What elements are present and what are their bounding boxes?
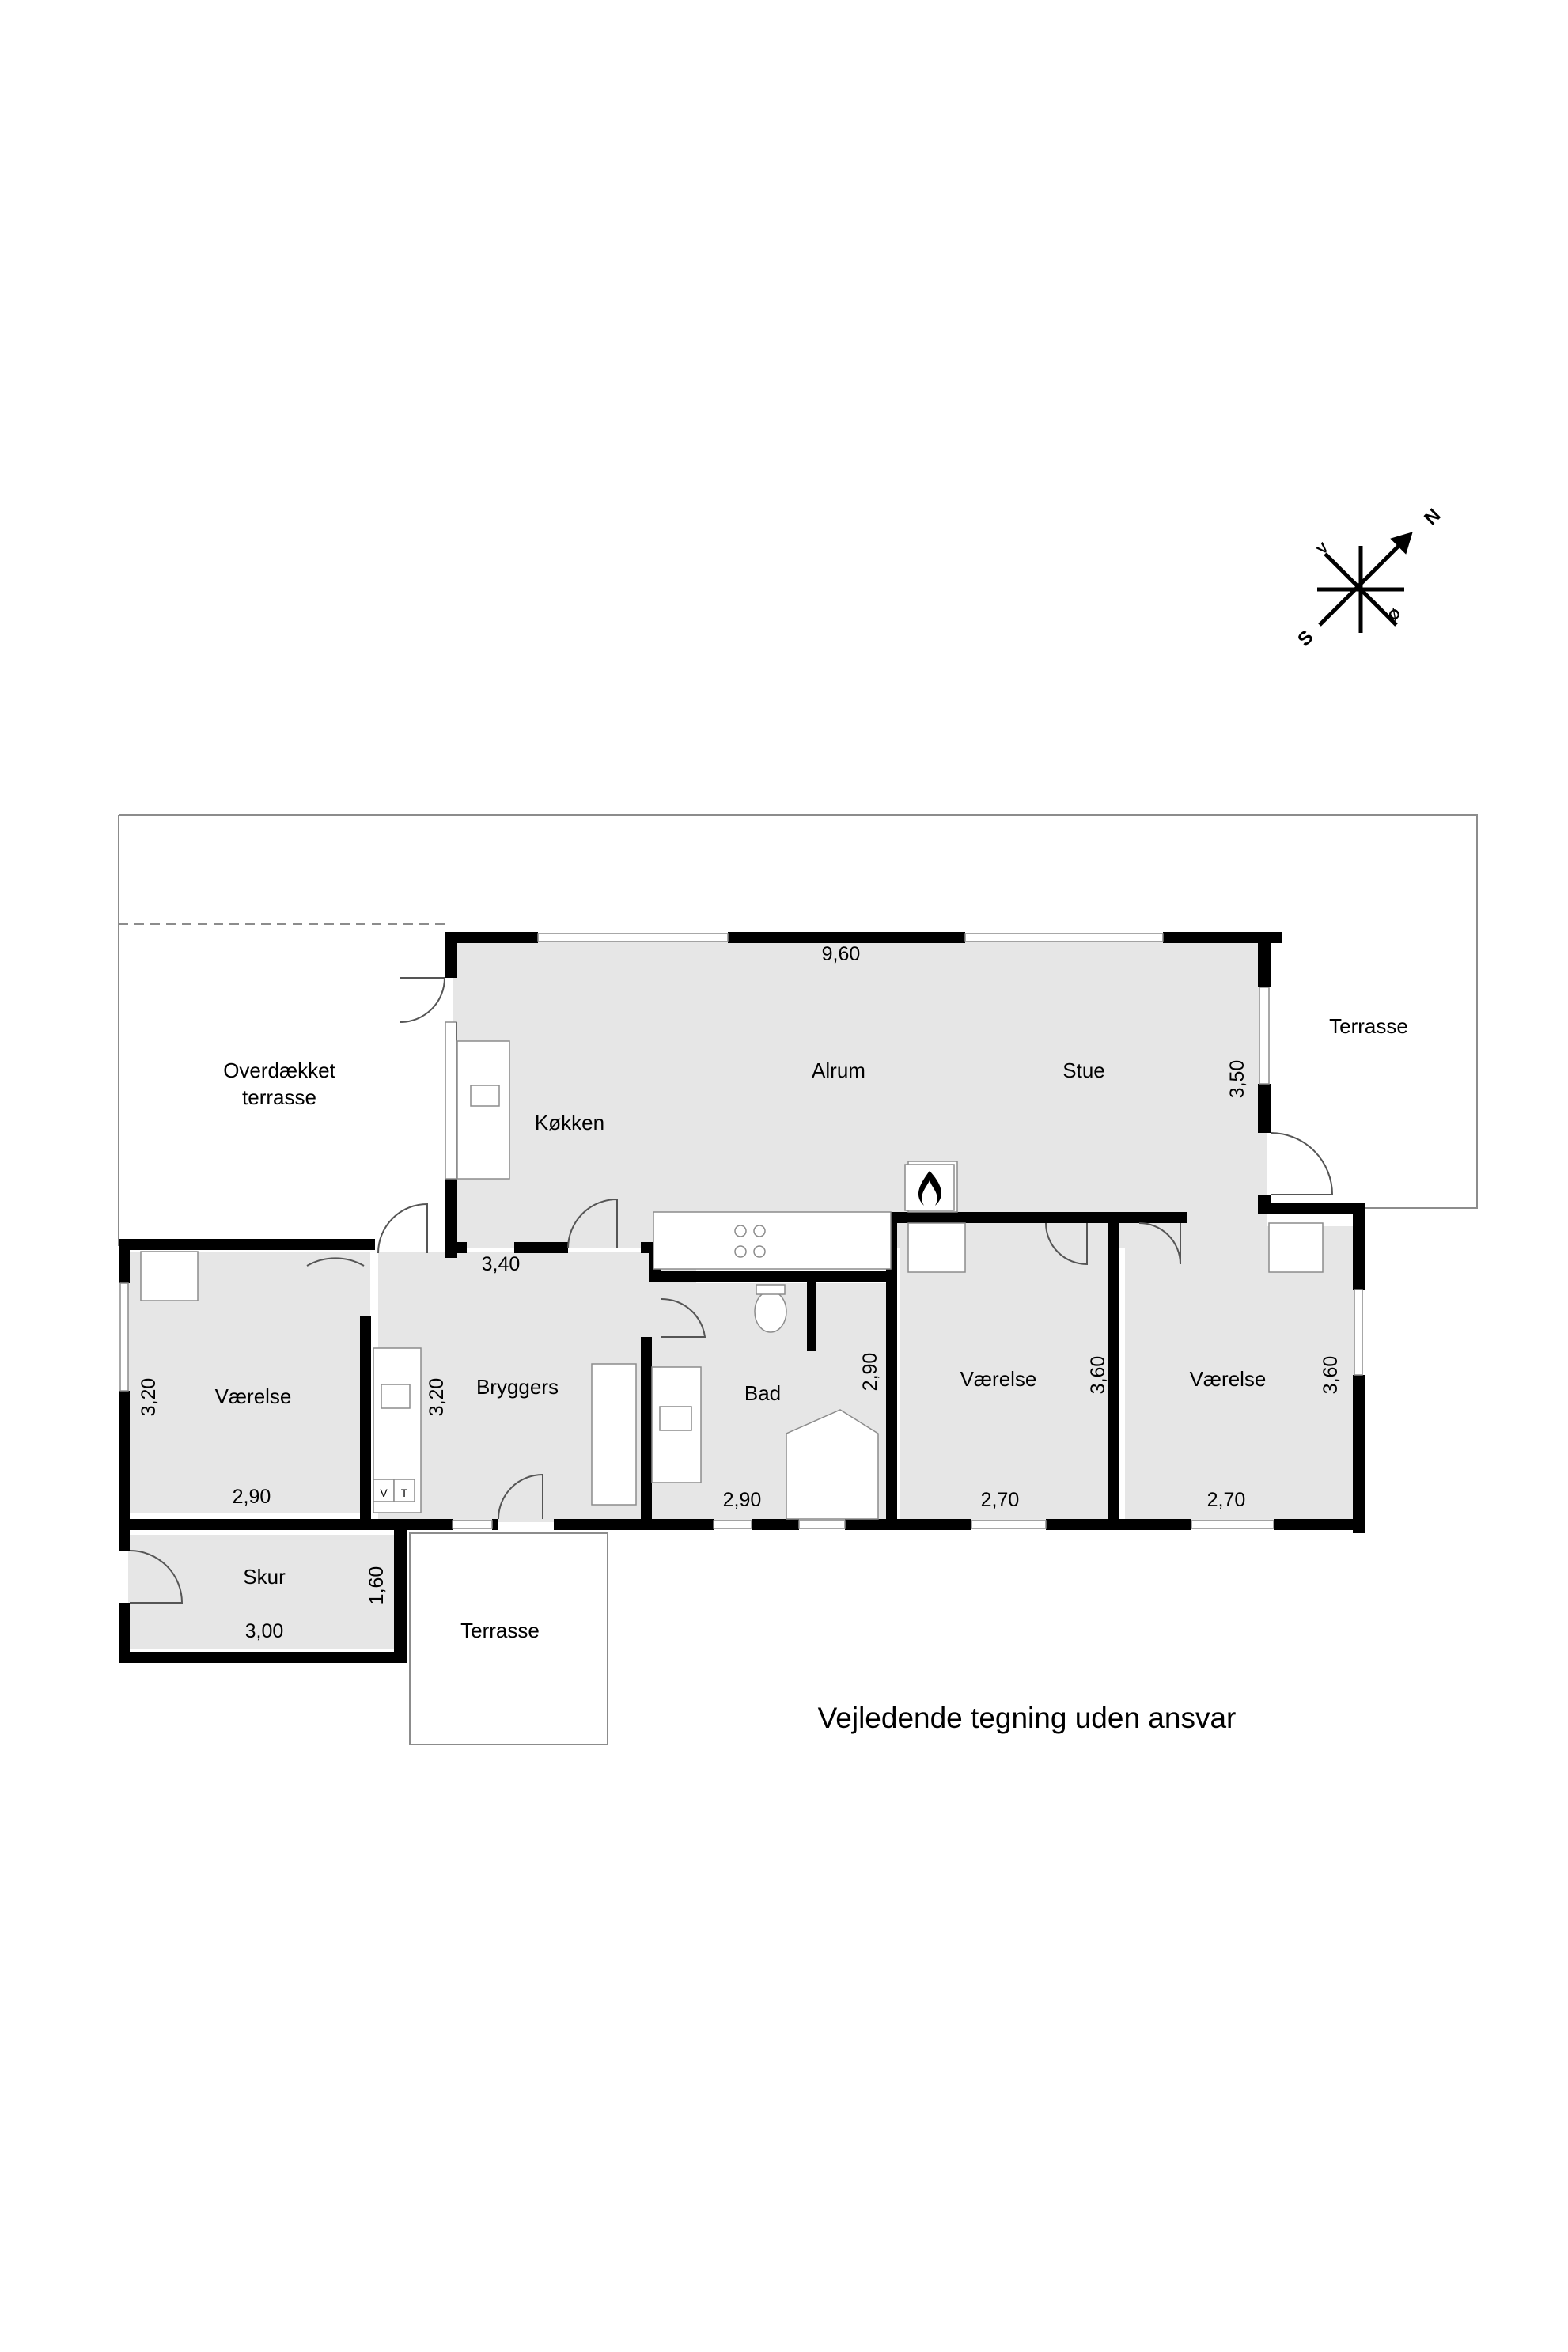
label-skur: Skur: [243, 1565, 286, 1589]
label-bryggers: Bryggers: [476, 1375, 559, 1399]
dim-vaerelse-west-width: 2,90: [233, 1486, 271, 1508]
label-terrasse-east: Terrasse: [1329, 1014, 1408, 1038]
label-bad: Bad: [744, 1381, 781, 1405]
label-overdaekket-1: Overdækket: [223, 1059, 335, 1082]
label-terrasse-south: Terrasse: [460, 1619, 540, 1642]
dryer-icon: T: [401, 1487, 408, 1499]
label-stue: Stue: [1062, 1059, 1105, 1082]
doors: [129, 977, 1333, 1604]
label-alrum: Alrum: [812, 1059, 865, 1082]
dim-skur-depth: 1,60: [365, 1566, 388, 1605]
fireplace-icon: [904, 1164, 955, 1211]
dim-bad-width: 2,90: [723, 1489, 762, 1511]
dim-vaerelse-east-depth: 3,60: [1320, 1356, 1342, 1395]
label-vaerelse-mid: Værelse: [960, 1367, 1037, 1391]
dim-stue-depth: 3,50: [1226, 1060, 1248, 1099]
dim-skur-width: 3,00: [245, 1620, 284, 1642]
label-overdaekket-2: terrasse: [242, 1085, 316, 1109]
dim-vaerelse-east-width: 2,70: [1207, 1489, 1246, 1511]
compass-south: S: [1293, 627, 1317, 650]
floors: [128, 940, 1361, 1649]
label-vaerelse-east: Værelse: [1190, 1367, 1267, 1391]
south-terrace: [409, 1532, 608, 1745]
dim-bad-depth: 2,90: [859, 1353, 881, 1392]
terrace-outline: [118, 814, 1478, 1246]
label-koekken: Køkken: [535, 1111, 604, 1134]
dim-vaerelse-mid-width: 2,70: [981, 1489, 1020, 1511]
disclaimer-note: Vejledende tegning uden ansvar: [818, 1702, 1237, 1734]
dim-bryggers-depth: 3,20: [426, 1378, 448, 1417]
dim-vaerelse-west-depth: 3,20: [138, 1378, 160, 1417]
dim-vaerelse-mid-depth: 3,60: [1087, 1356, 1109, 1395]
washer-icon: V: [380, 1487, 388, 1499]
label-vaerelse-west: Værelse: [215, 1384, 292, 1408]
windows: [119, 933, 1363, 1529]
compass-north: N: [1420, 505, 1445, 529]
walls: [119, 932, 1365, 1663]
compass-east: Ø: [1385, 605, 1404, 624]
dim-koekken-width: 3,40: [482, 1253, 521, 1275]
dim-alrum-width: 9,60: [822, 943, 861, 965]
compass-icon: [1317, 532, 1413, 633]
kitchen-window: [445, 1021, 457, 1180]
